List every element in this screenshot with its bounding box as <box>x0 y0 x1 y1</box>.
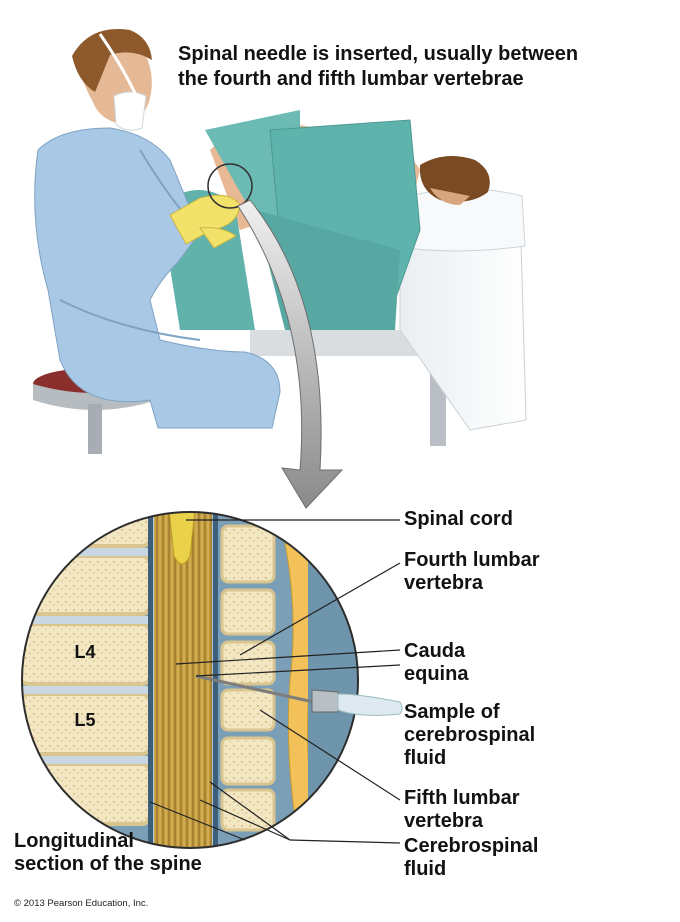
label-line: section of the spine <box>14 853 202 875</box>
label-line: Longitudinal <box>14 830 134 852</box>
label-line: Fifth lumbar <box>404 787 520 809</box>
label-line: Sample of <box>404 701 500 723</box>
label-longitudinal-section: Longitudinal section of the spine <box>14 830 202 876</box>
figure-title: Spinal needle is inserted, usually betwe… <box>178 42 578 92</box>
label-fifth-lumbar-vertebra: Fifth lumbar vertebra <box>404 787 520 833</box>
label-line: fluid <box>404 747 447 769</box>
label-line: equina <box>404 663 469 685</box>
label-line: Fourth lumbar <box>404 549 540 571</box>
label-line: Cerebrospinal <box>404 835 539 857</box>
copyright-notice: © 2013 Pearson Education, Inc. <box>14 898 149 909</box>
label-fourth-lumbar-vertebra: Fourth lumbar vertebra <box>404 549 540 595</box>
label-cerebrospinal-fluid: Cerebrospinal fluid <box>404 835 538 881</box>
spinous-processes <box>220 524 276 832</box>
procedure-scene <box>33 29 527 509</box>
clinician <box>34 29 281 429</box>
needle <box>195 674 403 716</box>
label-sample-of-csf: Sample of cerebrospinal fluid <box>404 701 535 770</box>
cauda-equina-fibers <box>154 512 212 848</box>
patient <box>160 110 490 331</box>
label-line: vertebra <box>404 810 483 832</box>
label-line: cerebrospinal <box>404 724 536 746</box>
label-spinal-cord: Spinal cord <box>404 508 513 530</box>
spinal-cord <box>167 512 197 565</box>
l5-label: L5 <box>74 710 95 730</box>
title-line-2: the fourth and fifth lumbar vertebrae <box>178 68 524 90</box>
label-line: Cauda <box>404 640 466 662</box>
bed <box>250 188 527 446</box>
label-line: fluid <box>404 858 447 880</box>
label-line: vertebra <box>404 572 483 594</box>
clinician-hair <box>72 29 152 92</box>
face-mask <box>113 91 147 131</box>
zoom-arrow <box>237 199 344 509</box>
scrubs <box>34 127 281 429</box>
title-line-1: Spinal needle is inserted, usually betwe… <box>178 43 579 65</box>
insertion-site-circle <box>207 163 253 209</box>
leader-lines <box>149 519 401 844</box>
l4-label: L4 <box>74 642 95 662</box>
label-cauda-equina: Cauda equina <box>404 640 468 686</box>
